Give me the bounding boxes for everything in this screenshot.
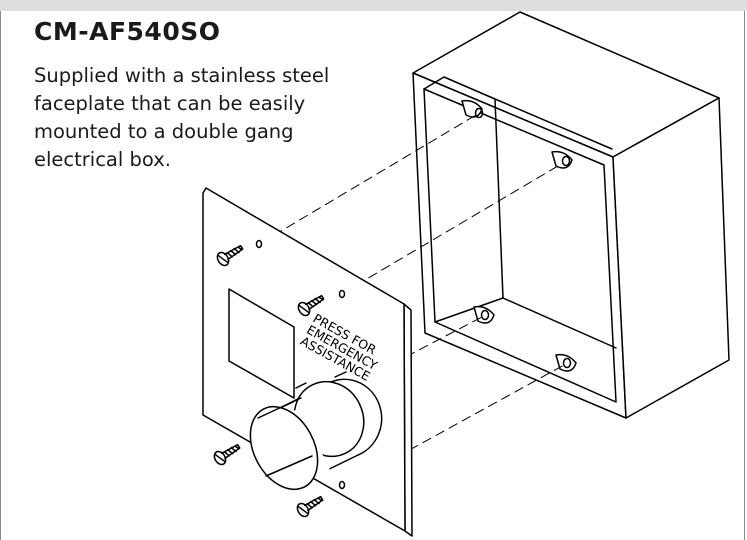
product-model-title: CM-AF540SO: [34, 17, 221, 46]
mounting-screw: [213, 443, 241, 466]
box-inner-opening: [423, 88, 617, 403]
mounting-screw: [297, 294, 325, 317]
stainless-steel-faceplate: PRESS FOR EMERGENCY ASSISTANCE: [202, 187, 413, 537]
box-mounting-ear: [461, 99, 483, 118]
push-button-face: [249, 405, 319, 491]
label-window: [228, 288, 295, 399]
mounting-screw: [216, 244, 244, 267]
mounting-screw: [296, 495, 324, 518]
double-gang-electrical-box: [412, 11, 730, 419]
header-bar: [0, 0, 747, 11]
product-description: Supplied with a stainless steel faceplat…: [34, 64, 330, 171]
emergency-push-button: [249, 371, 383, 492]
box-side-face: [612, 97, 730, 419]
